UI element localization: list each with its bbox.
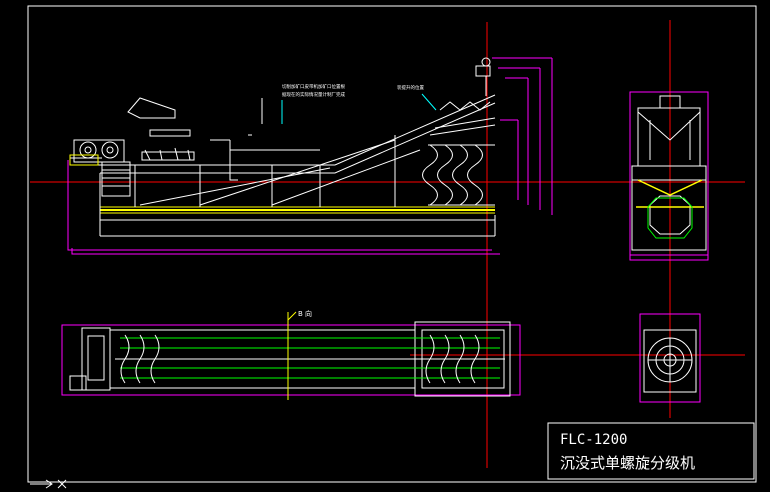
end-view xyxy=(639,313,701,403)
front-elevation-view: 切削加矿口皮带机加矿口位置根 据现在的实际情况量计制厂完成 装提升的位置 xyxy=(67,57,553,255)
side-view xyxy=(629,91,709,261)
plan-view: B 向 xyxy=(61,309,521,400)
model-number: FLC-1200 xyxy=(560,432,627,448)
drawing-border xyxy=(27,5,757,483)
model-name: 沉没式单螺旋分级机 xyxy=(560,454,695,472)
screw-position-label: 装提升的位置 xyxy=(397,84,424,91)
feed-note-line2: 据现在的实际情况量计制厂完成 xyxy=(282,91,345,98)
direction-label: B 向 xyxy=(298,309,312,318)
feed-note-line1: 切削加矿口皮带机加矿口位置根 xyxy=(282,83,345,90)
ucs-axis-icon xyxy=(30,479,67,489)
title-block: FLC-1200 沉没式单螺旋分级机 xyxy=(547,422,755,480)
center-lines xyxy=(30,20,745,468)
